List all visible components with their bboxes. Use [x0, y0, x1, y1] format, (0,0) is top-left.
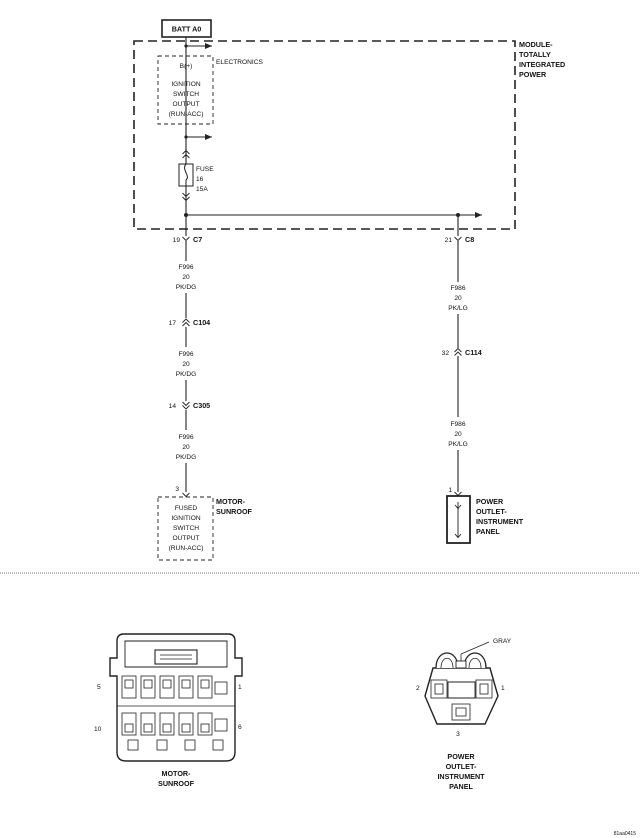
connector-c7: 19 C7: [173, 235, 203, 244]
svg-text:6: 6: [238, 724, 242, 731]
fuse-16: FUSE 16 15A: [178, 163, 214, 193]
svg-text:1: 1: [501, 685, 505, 692]
svg-text:C305: C305: [193, 401, 210, 410]
svg-text:C104: C104: [193, 318, 210, 327]
svg-text:F986: F986: [450, 421, 465, 428]
motor-sunroof-block: FUSED IGNITION SWITCH OUTPUT (RUN-ACC) M…: [157, 496, 253, 561]
svg-text:PK/DG: PK/DG: [176, 371, 197, 378]
svg-text:IGNITION: IGNITION: [171, 515, 201, 522]
power-outlet-block: POWER OUTLET- INSTRUMENT PANEL: [446, 495, 524, 544]
fuse-upper-connector: [182, 149, 190, 159]
svg-text:PANEL: PANEL: [476, 527, 500, 536]
svg-text:OUTPUT: OUTPUT: [172, 101, 199, 108]
right-wire-label-1: F986 20 PK/LG: [448, 285, 467, 312]
svg-text:14: 14: [169, 403, 177, 410]
connector-c104: 17 C104: [169, 318, 211, 327]
svg-text:F996: F996: [178, 434, 193, 441]
svg-text:POWER: POWER: [447, 752, 475, 761]
fuse-lower-connector: [182, 192, 190, 202]
svg-text:OUTLET-: OUTLET-: [446, 762, 477, 771]
bplus-splice: [184, 44, 188, 48]
electronics-block: ELECTRONICS B(+) IGNITION SWITCH OUTPUT …: [157, 55, 263, 125]
power-outlet-terminal: 1: [448, 487, 462, 497]
module-name: MODULE- TOTALLY INTEGRATED POWER: [519, 40, 565, 79]
svg-text:20: 20: [454, 295, 462, 302]
connector-c114: 32 C114: [442, 347, 482, 357]
outlet-pin-cavities: [430, 679, 493, 721]
svg-text:10: 10: [94, 726, 102, 733]
svg-text:PK/LG: PK/LG: [448, 441, 467, 448]
svg-text:POWER: POWER: [519, 70, 547, 79]
module-boundary: [133, 40, 516, 230]
svg-text:20: 20: [182, 361, 190, 368]
svg-text:SWITCH: SWITCH: [173, 91, 199, 98]
svg-text:21: 21: [445, 237, 453, 244]
svg-text:3: 3: [456, 731, 460, 738]
svg-text:5: 5: [97, 684, 101, 691]
svg-text:17: 17: [169, 320, 177, 327]
right-wire-label-2: F986 20 PK/LG: [448, 421, 467, 448]
connector-c8: 21 C8: [445, 235, 475, 244]
svg-text:GRAY: GRAY: [493, 638, 512, 645]
left-wire-label-3: F996 20 PK/DG: [176, 434, 197, 461]
svg-text:1: 1: [238, 684, 242, 691]
svg-text:TOTALLY: TOTALLY: [519, 50, 551, 59]
battery-source: BATT A0: [161, 19, 212, 38]
svg-text:SUNROOF: SUNROOF: [216, 507, 253, 516]
svg-text:B(+): B(+): [180, 63, 193, 70]
svg-text:F996: F996: [178, 351, 193, 358]
svg-text:16: 16: [196, 176, 204, 183]
svg-text:20: 20: [182, 274, 190, 281]
svg-text:ELECTRONICS: ELECTRONICS: [216, 59, 263, 66]
svg-text:2: 2: [416, 685, 420, 692]
svg-text:PK/DG: PK/DG: [176, 454, 197, 461]
sunroof-connector-view: 5 1 10 6 MOTOR- SUNROOF: [94, 633, 243, 788]
connector-c305: 14 C305: [169, 401, 211, 410]
svg-text:OUTPUT: OUTPUT: [172, 535, 199, 542]
motor-sunroof-terminal: 3: [175, 486, 190, 498]
svg-text:19: 19: [173, 237, 181, 244]
svg-text:MOTOR-: MOTOR-: [216, 497, 246, 506]
svg-text:20: 20: [182, 444, 190, 451]
svg-text:MOTOR-: MOTOR-: [161, 769, 191, 778]
svg-text:1: 1: [448, 487, 452, 494]
sunroof-pin-cavities: [121, 675, 228, 751]
svg-text:IGNITION: IGNITION: [171, 81, 201, 88]
svg-text:MODULE-: MODULE-: [519, 40, 553, 49]
svg-text:C8: C8: [465, 235, 474, 244]
svg-text:F996: F996: [178, 264, 193, 271]
svg-text:SUNROOF: SUNROOF: [158, 779, 195, 788]
outlet-connector-view: GRAY 2 1 3 POWER OUTLET- INSTRUMENT PANE…: [416, 638, 512, 791]
svg-text:C114: C114: [465, 348, 482, 357]
svg-text:(RUN-ACC): (RUN-ACC): [169, 111, 204, 118]
svg-text:FUSED: FUSED: [175, 505, 198, 512]
ignition-splice: [184, 135, 188, 139]
svg-text:15A: 15A: [196, 186, 208, 193]
battery-source-label: BATT A0: [172, 25, 202, 34]
svg-text:PANEL: PANEL: [449, 782, 473, 791]
svg-text:INTEGRATED: INTEGRATED: [519, 60, 565, 69]
figure-code: 81aa0415: [614, 831, 636, 837]
left-wire-label-2: F996 20 PK/DG: [176, 351, 197, 378]
svg-text:FUSE: FUSE: [196, 166, 214, 173]
svg-text:20: 20: [454, 431, 462, 438]
svg-text:POWER: POWER: [476, 497, 504, 506]
svg-text:PK/DG: PK/DG: [176, 284, 197, 291]
svg-text:INSTRUMENT: INSTRUMENT: [476, 517, 524, 526]
svg-text:SWITCH: SWITCH: [173, 525, 199, 532]
svg-text:32: 32: [442, 350, 450, 357]
svg-text:OUTLET-: OUTLET-: [476, 507, 507, 516]
svg-text:(RUN-ACC): (RUN-ACC): [169, 545, 204, 552]
svg-text:INSTRUMENT: INSTRUMENT: [437, 772, 485, 781]
svg-text:3: 3: [175, 486, 179, 493]
left-wire-label-1: F996 20 PK/DG: [176, 264, 197, 291]
svg-text:F986: F986: [450, 285, 465, 292]
svg-text:C7: C7: [193, 235, 202, 244]
svg-text:PK/LG: PK/LG: [448, 305, 467, 312]
